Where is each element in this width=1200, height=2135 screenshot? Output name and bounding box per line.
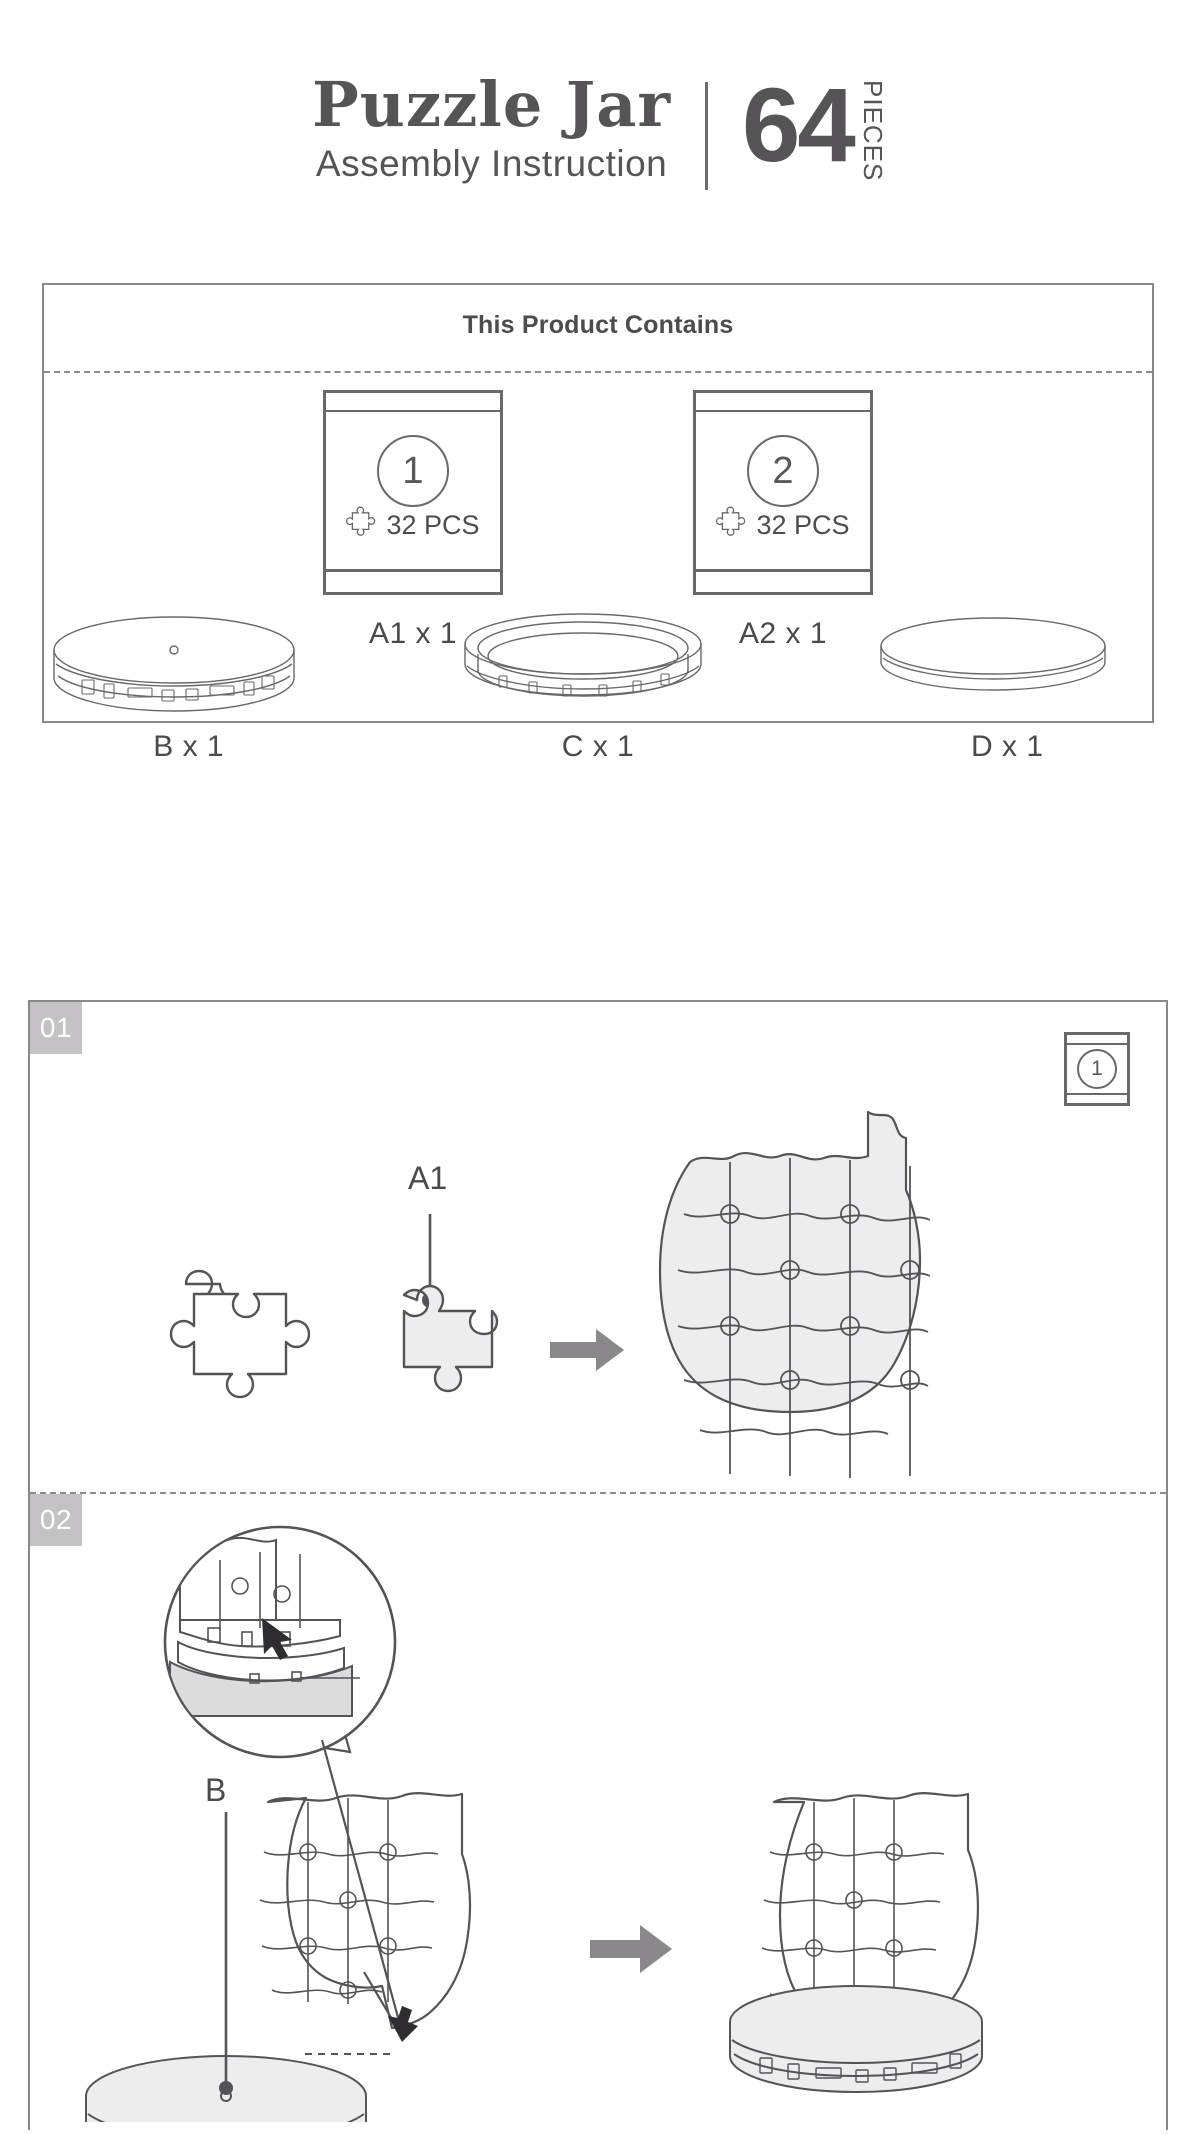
- vertical-divider: [705, 82, 709, 190]
- bag-item: 2 32 PCS A2 x 1: [693, 390, 873, 651]
- jar-lid-icon: [879, 617, 1106, 691]
- steps-box: 01 1 A1: [28, 1000, 1168, 2130]
- step-01-illustration: [169, 1110, 931, 1478]
- result-base-icon: [729, 1985, 983, 2094]
- step-separator: [30, 1492, 1166, 1494]
- puzzle-piece-icon: [665, 103, 675, 112]
- jar-ring-icon: [464, 613, 703, 697]
- step-bag-badge: 1: [1064, 1032, 1130, 1106]
- piece-count-block: 64 PIECES: [742, 67, 888, 184]
- bag-item: 1 32 PCS A1 x 1: [323, 390, 503, 651]
- contains-heading: This Product Contains: [462, 311, 734, 339]
- bag-pcs-label: 32 PCS: [386, 509, 480, 540]
- bag-seal-bottom: [1067, 1093, 1127, 1095]
- bag-number: 1: [377, 435, 449, 507]
- step-02-part-label: B: [205, 1772, 227, 1808]
- bag-seal-bottom: [326, 569, 500, 572]
- puzzle-strip-icon: [169, 1269, 311, 1399]
- bag-pcs-label: 32 PCS: [756, 509, 850, 540]
- contains-box: This Product Contains 1 32 PCS A1 x 1: [42, 283, 1154, 763]
- header: Puzzle Jar Assembly Instruction 64 PIECE…: [0, 70, 1200, 230]
- right-arrow-icon: [550, 1329, 624, 1371]
- step-badge-01: 01: [30, 1002, 82, 1054]
- bag-part-label: A1 x 1: [368, 617, 458, 650]
- bag-seal-top: [696, 410, 870, 412]
- jar-body-with-base-icon: [761, 1792, 980, 2032]
- contains-divider: [44, 371, 1152, 373]
- piece-count-number: 64: [742, 67, 856, 184]
- puzzle-piece-icon: [716, 506, 746, 536]
- title-block: Puzzle Jar Assembly Instruction: [312, 70, 701, 186]
- part-label: D x 1: [971, 730, 1044, 763]
- parts-row: B x 1: [44, 610, 1152, 764]
- step-01-part-label: A1: [408, 1160, 448, 1196]
- bag-seal-top: [326, 410, 500, 412]
- part-item: B x 1: [44, 610, 333, 764]
- right-arrow-icon: [590, 1925, 672, 1973]
- part-label: B x 1: [153, 730, 225, 763]
- puzzle-piece-a1: [402, 1284, 499, 1393]
- step-badge-02: 02: [30, 1494, 82, 1546]
- magnifier-detail-icon: [163, 1525, 397, 1759]
- bag-pcs-row: 32 PCS: [326, 506, 500, 544]
- jar-body-icon: [658, 1110, 931, 1478]
- page-title: Puzzle Jar: [312, 68, 675, 141]
- bag-number: 1: [1077, 1049, 1117, 1089]
- page-subtitle: Assembly Instruction: [315, 143, 668, 184]
- insert-arrow-icon: [388, 2006, 418, 2042]
- step-02-illustration: [85, 1525, 983, 2122]
- bag-icon: 2 32 PCS: [693, 390, 873, 595]
- bag-seal-bottom: [696, 569, 870, 572]
- page-title-text: Puzzle Jar: [312, 68, 672, 141]
- part-item: D x 1: [863, 610, 1152, 764]
- bag-seal-top: [1067, 1043, 1127, 1045]
- puzzle-piece-icon: [346, 506, 376, 536]
- jar-body-icon: [259, 1792, 472, 2030]
- jar-base-icon: [53, 616, 295, 712]
- piece-count-word: PIECES: [857, 80, 888, 182]
- bags-row: 1 32 PCS A1 x 1 2: [44, 390, 1152, 651]
- bag-icon: 1 32 PCS: [323, 390, 503, 595]
- part-item: C x 1: [453, 610, 742, 764]
- insert-arrow-icon: [262, 1618, 292, 1660]
- bag-number: 2: [747, 435, 819, 507]
- bag-part-label: A2 x 1: [738, 617, 828, 650]
- bag-pcs-row: 32 PCS: [696, 506, 870, 544]
- part-label: C x 1: [561, 730, 635, 763]
